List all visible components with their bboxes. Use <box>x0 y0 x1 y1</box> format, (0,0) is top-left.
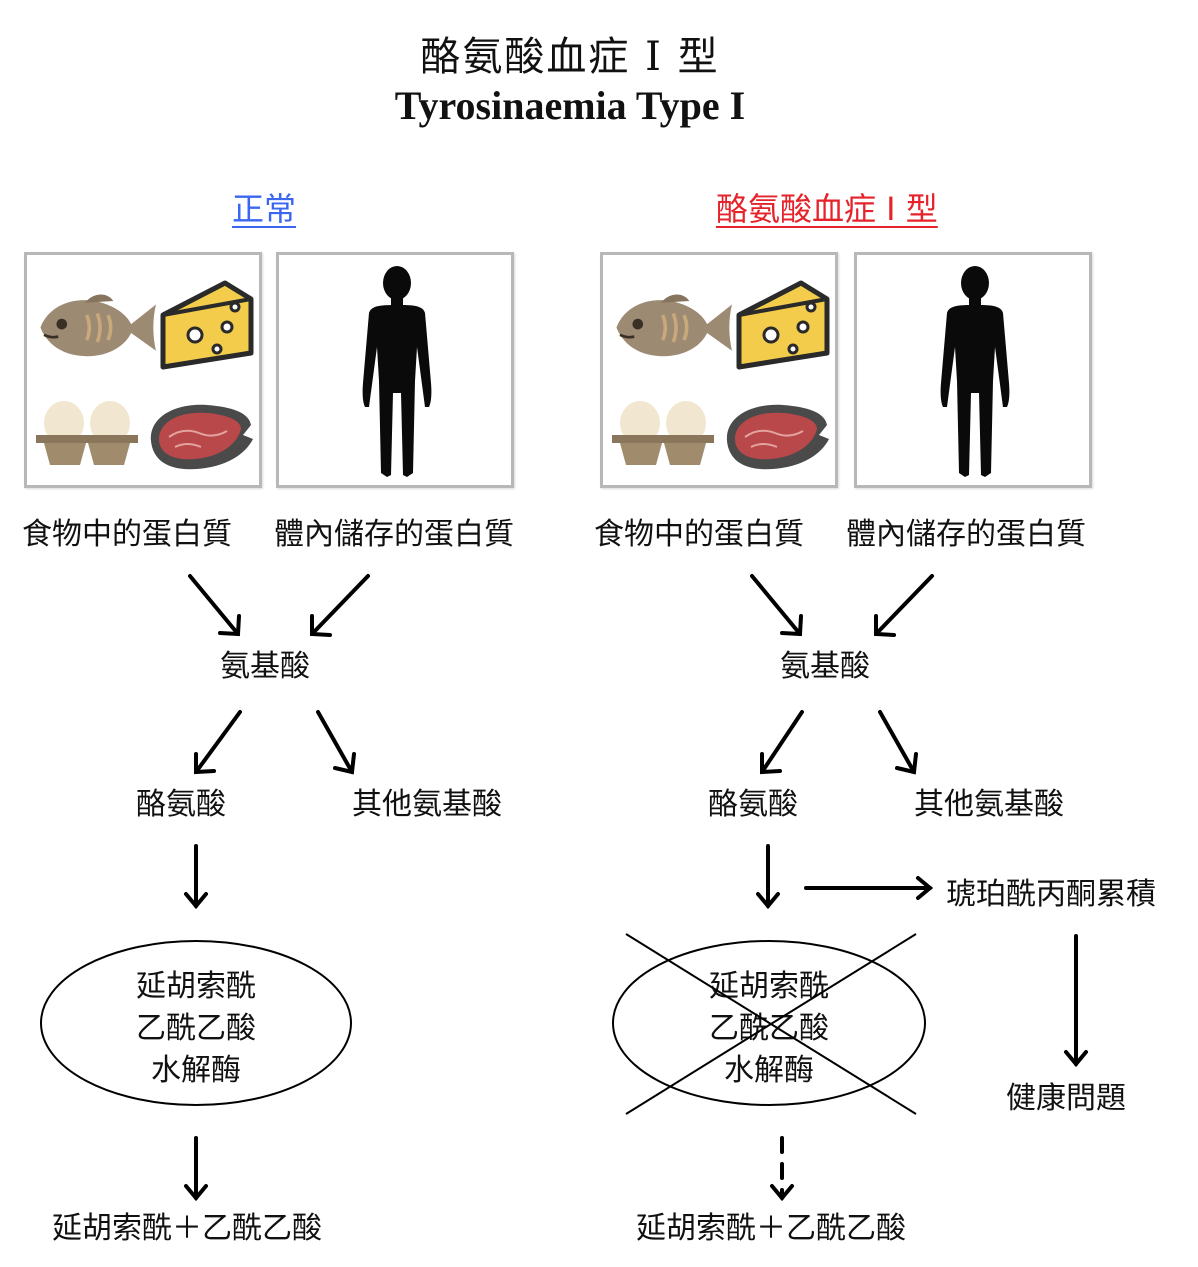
body-panel-normal <box>276 252 514 488</box>
label-food-protein-normal: 食物中的蛋白質 <box>22 517 232 552</box>
heading-disease: 酪氨酸血症 I 型 <box>716 190 938 228</box>
label-product-disease: 延胡索酰＋乙酰乙酸 <box>636 1211 906 1246</box>
label-health-problems: 健康問題 <box>1006 1081 1126 1116</box>
arrow-body-to-amino-disease <box>874 574 934 637</box>
arrow-tyrosine-to-enzyme-normal <box>184 844 208 910</box>
title-english: Tyrosinaemia Type I <box>394 83 746 128</box>
label-tyrosine-normal: 酪氨酸 <box>136 787 226 822</box>
label-amino-acid-normal: 氨基酸 <box>220 649 310 684</box>
arrow-food-to-amino-normal <box>188 574 241 637</box>
label-body-protein-normal: 體內儲存的蛋白質 <box>274 517 514 552</box>
label-accumulation: 琥珀酰丙酮累積 <box>946 877 1156 912</box>
food-panel-normal <box>24 252 262 488</box>
enzyme-ellipse-disease: 延胡索酰 乙酰乙酸 水解酶 <box>610 938 928 1108</box>
label-food-protein-disease: 食物中的蛋白質 <box>594 517 804 552</box>
arrow-enzyme-to-product-normal <box>184 1136 208 1202</box>
enzyme-line-2: 乙酰乙酸 <box>136 1011 256 1046</box>
arrow-amino-to-tyrosine-normal <box>194 710 242 775</box>
title-chinese: 酪氨酸血症 I 型 <box>420 34 720 80</box>
label-body-protein-disease: 體內儲存的蛋白質 <box>846 517 1086 552</box>
body-panel-disease <box>854 252 1092 488</box>
enzyme-line-3: 水解酶 <box>724 1053 814 1088</box>
enzyme-line-2: 乙酰乙酸 <box>709 1011 829 1046</box>
label-product-normal: 延胡索酰＋乙酰乙酸 <box>52 1211 322 1246</box>
label-other-amino-normal: 其他氨基酸 <box>352 787 502 822</box>
heading-normal: 正常 <box>232 190 297 228</box>
arrow-food-to-amino-disease <box>750 574 803 637</box>
food-panel-disease <box>600 252 838 488</box>
enzyme-line-1: 延胡索酰 <box>136 969 256 1004</box>
arrow-body-to-amino-normal <box>310 574 370 637</box>
enzyme-ellipse-normal: 延胡索酰 乙酰乙酸 水解酶 <box>38 938 354 1108</box>
arrow-tyrosine-to-enzyme-disease <box>756 844 780 910</box>
enzyme-line-3: 水解酶 <box>151 1053 241 1088</box>
label-amino-acid-disease: 氨基酸 <box>780 649 870 684</box>
arrow-to-accumulation <box>804 876 934 900</box>
arrow-amino-to-other-disease <box>878 710 918 775</box>
arrow-enzyme-to-product-disease-dashed <box>770 1136 794 1202</box>
arrow-amino-to-other-normal <box>316 710 356 775</box>
label-other-amino-disease: 其他氨基酸 <box>914 787 1064 822</box>
label-tyrosine-disease: 酪氨酸 <box>708 787 798 822</box>
arrow-accumulation-to-health <box>1064 934 1088 1068</box>
arrow-amino-to-tyrosine-disease <box>760 710 804 775</box>
